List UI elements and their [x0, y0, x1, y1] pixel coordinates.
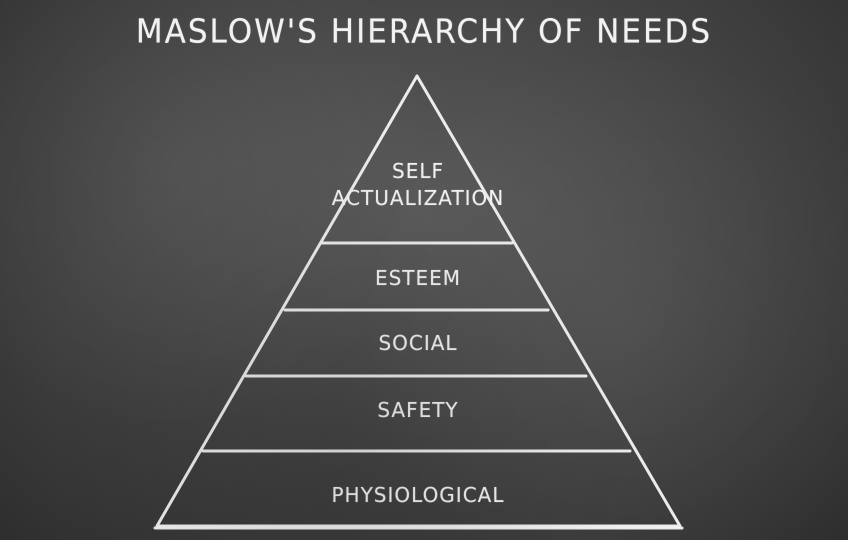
level-social: SOCIAL — [378, 331, 458, 355]
level-physiological: PHYSIOLOGICAL — [331, 483, 505, 507]
diagram-title: MASLOW'S HIERARCHY OF NEEDS — [135, 13, 713, 51]
level-self-actualization: SELF ACTUALIZATION — [268, 158, 568, 212]
level-esteem: ESTEEM — [374, 266, 462, 290]
pyramid-outline — [155, 74, 682, 528]
level-safety: SAFETY — [377, 398, 459, 422]
level-self-actualization-line2: ACTUALIZATION — [331, 186, 505, 210]
level-self-actualization-line1: SELF — [392, 159, 444, 183]
